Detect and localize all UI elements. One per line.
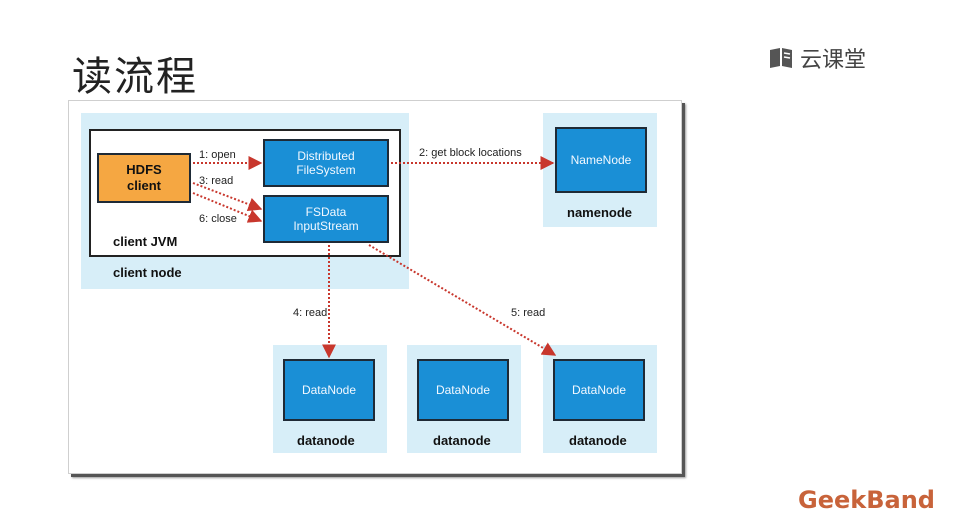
distributed-filesystem: Distributed FileSystem	[263, 139, 389, 187]
datanode-label-3: datanode	[569, 433, 627, 448]
client-node-label: client node	[113, 265, 182, 280]
hdfs-client-line1: HDFS	[126, 162, 162, 177]
client-jvm-label: client JVM	[113, 234, 178, 249]
edge-read-5	[368, 244, 557, 356]
edge-close	[192, 192, 263, 223]
edge-open-label: 1: open	[199, 149, 236, 161]
distributed-filesystem-line2: FileSystem	[296, 163, 356, 177]
edge-read-5-label: 5: read	[511, 307, 546, 319]
brand-name: 云课堂	[800, 48, 867, 73]
namenode-label: namenode	[567, 205, 633, 220]
book-icon	[770, 48, 792, 68]
edge-read-4-label: 4: read	[293, 307, 328, 319]
datanode-component-3: DataNode	[553, 359, 645, 421]
datanode-inner-label-1: DataNode	[301, 383, 357, 397]
edge-read	[192, 182, 263, 212]
brand-logo: 云课堂	[768, 42, 866, 74]
distributed-filesystem-line1: Distributed	[297, 149, 355, 163]
datanode-label-2: datanode	[433, 433, 491, 448]
edge-read-label: 3: read	[199, 175, 234, 187]
slide-title: 读流程	[72, 54, 198, 100]
fsdata-inputstream-line1: FSData	[305, 205, 347, 219]
namenode-component: NameNode	[555, 127, 647, 193]
datanode-inner-label-2: DataNode	[435, 383, 491, 397]
edge-get-block-locations-label: 2: get block locations	[419, 147, 522, 159]
hdfs-read-diagram: client JVM client node HDFS client Distr…	[68, 100, 682, 474]
datanode-component-2: DataNode	[417, 359, 509, 421]
datanode-label-1: datanode	[297, 433, 355, 448]
datanode-inner-label-3: DataNode	[571, 383, 627, 397]
datanode-component-1: DataNode	[283, 359, 375, 421]
fsdata-inputstream: FSData InputStream	[263, 195, 389, 243]
arrows-layer	[192, 156, 557, 359]
fsdata-inputstream-line2: InputStream	[293, 219, 359, 233]
hdfs-client-line2: client	[127, 178, 161, 193]
geekband-logo: GeekBand	[798, 486, 935, 514]
namenode-inner-label: NameNode	[570, 153, 632, 167]
edge-close-label: 6: close	[199, 213, 237, 225]
hdfs-client: HDFS client	[97, 153, 191, 203]
